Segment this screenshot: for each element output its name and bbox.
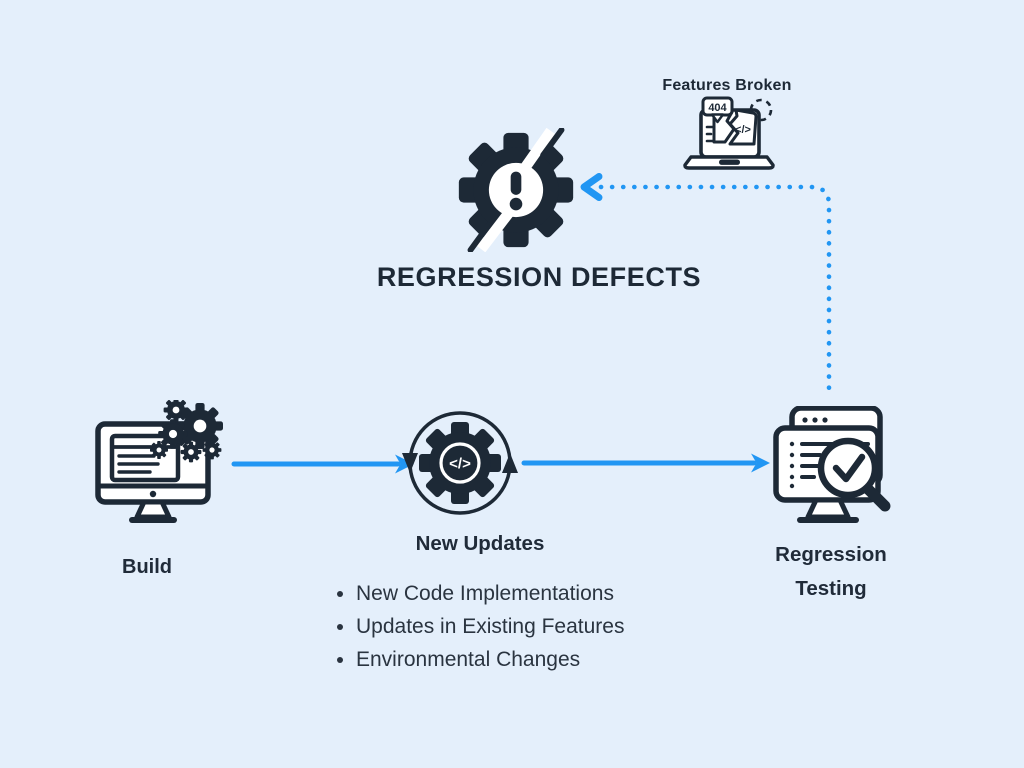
torn-page-right — [728, 108, 758, 146]
arrow-updates-to-testing-head-icon — [751, 453, 770, 473]
error-code-text: 404 — [708, 102, 727, 114]
monitor-with-gears-icon — [95, 400, 223, 523]
features-broken-label: Features Broken — [662, 77, 792, 94]
gear-code-refresh-icon: </> — [402, 411, 518, 515]
monitor-magnifier-check-icon — [773, 406, 891, 523]
list-item: New Code Implementations — [356, 577, 712, 610]
list-item: Updates in Existing Features — [356, 610, 712, 643]
feedback-dotted-arrow — [598, 184, 832, 401]
feedback-arrowhead-icon — [580, 173, 603, 201]
regression-testing-label-line2: Testing — [795, 577, 867, 600]
broken-laptop-404-icon: </> 404 — [683, 96, 775, 170]
gear-exclamation-bolt-icon — [458, 128, 574, 252]
gears-cluster-icon — [150, 400, 223, 463]
error-code-bubble: 404 — [701, 96, 734, 124]
code-symbol-glyph: </> — [449, 456, 471, 473]
build-label: Build — [122, 556, 172, 578]
list-item: Environmental Changes — [356, 643, 712, 676]
code-symbol-glyph: </> — [735, 124, 751, 136]
page-title: REGRESSION DEFECTS — [376, 262, 702, 292]
arrow-build-to-updates-head-icon — [395, 454, 414, 474]
magnifier-check-icon — [817, 437, 891, 512]
changes-list: New Code Implementations Updates in Exis… — [332, 577, 712, 676]
regression-testing-label: Regression Testing — [740, 538, 922, 606]
new-updates-label: New Updates — [415, 532, 545, 555]
regression-testing-label-line1: Regression — [775, 543, 887, 566]
